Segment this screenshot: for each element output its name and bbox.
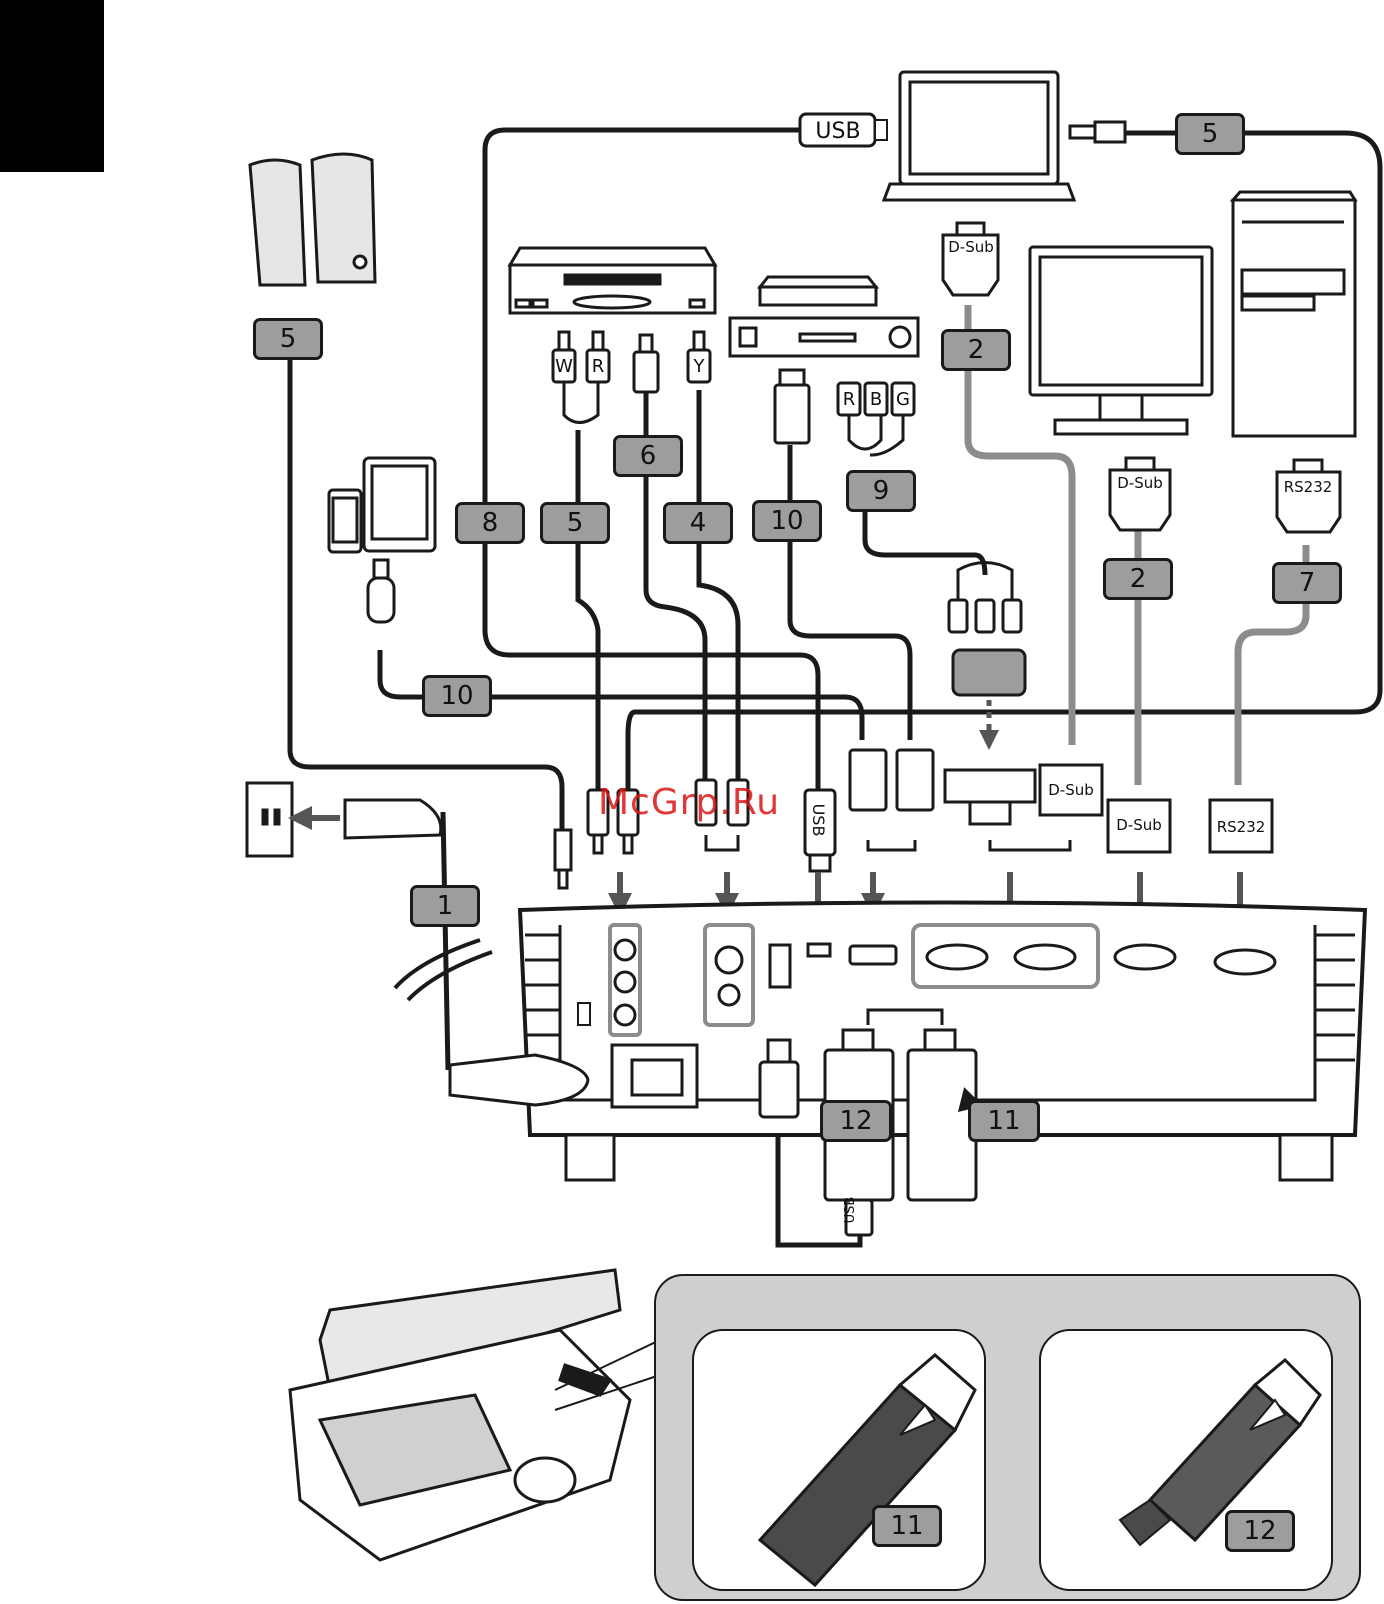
wall-outlet [247,783,292,856]
plug-hdmi-pair [850,750,933,850]
label-rca-w: W [555,356,573,377]
label-rca-r: R [592,356,605,377]
set-top-box [730,277,918,356]
rs232-plug-pc [1277,460,1340,532]
rca-plugs-audio [553,332,609,423]
power-plug [300,800,441,838]
badge-dongle-11: 11 [968,1100,1040,1142]
label-rs232-pc: RS232 [1284,478,1333,496]
badge-speaker: 5 [253,318,323,360]
usb-plug-mobile [368,560,394,622]
badge-power: 1 [410,885,480,927]
hdmi-plug-player [775,370,809,443]
badge-rs232: 7 [1272,562,1342,604]
pc-tower [1233,192,1355,436]
dsub-plug-monitor [1110,458,1170,530]
plug-speaker-jack [555,830,571,888]
speakers [250,154,375,285]
label-rca-y: Y [693,356,706,377]
label-dsub-proj-left: D-Sub [1048,781,1094,799]
dsub-plug-laptop [943,223,998,295]
badge-hdmi-player: 10 [752,500,822,542]
badge-dsub-right: 2 [1103,558,1173,600]
badge-dongle-12: 12 [820,1100,892,1142]
audio-plug-laptop [1070,122,1125,142]
label-usb-dongle: USB [843,1197,858,1224]
svideo-plug [634,335,658,392]
label-dsub-laptop: D-Sub [948,238,994,256]
mobile-devices [329,458,435,552]
monitor [1030,247,1212,434]
badge-dsub-left: 2 [941,329,1011,371]
plug-vga-adapter [945,770,1035,824]
badge-audio-rca: 5 [540,502,610,544]
badge-component: 9 [846,470,916,512]
projector-top-view [290,1270,630,1560]
label-rs232-proj: RS232 [1217,818,1266,836]
label-usb-top: USB [815,119,860,144]
badge-audio-laptop: 5 [1175,113,1245,155]
badge-svideo: 6 [613,435,683,477]
laptop [884,72,1074,200]
badge-yout: 4 [663,502,733,544]
dvd-player [510,248,715,313]
badge-inset-11: 11 [872,1505,942,1547]
label-comp-g: G [896,389,910,410]
label-dsub-proj-right: D-Sub [1116,816,1162,834]
badge-hdmi-mobile: 10 [422,675,492,717]
label-usb-port: USB [809,804,828,837]
cord-break-1 [395,940,480,988]
component-adapter-box [953,650,1025,695]
label-dsub-monitor: D-Sub [1117,474,1163,492]
cord-break-2 [408,952,492,1000]
label-comp-r: R [843,389,856,410]
label-comp-b: B [870,389,882,410]
badge-usb: 8 [455,502,525,544]
watermark: McGrp.Ru [598,782,780,823]
badge-inset-12: 12 [1225,1510,1295,1552]
